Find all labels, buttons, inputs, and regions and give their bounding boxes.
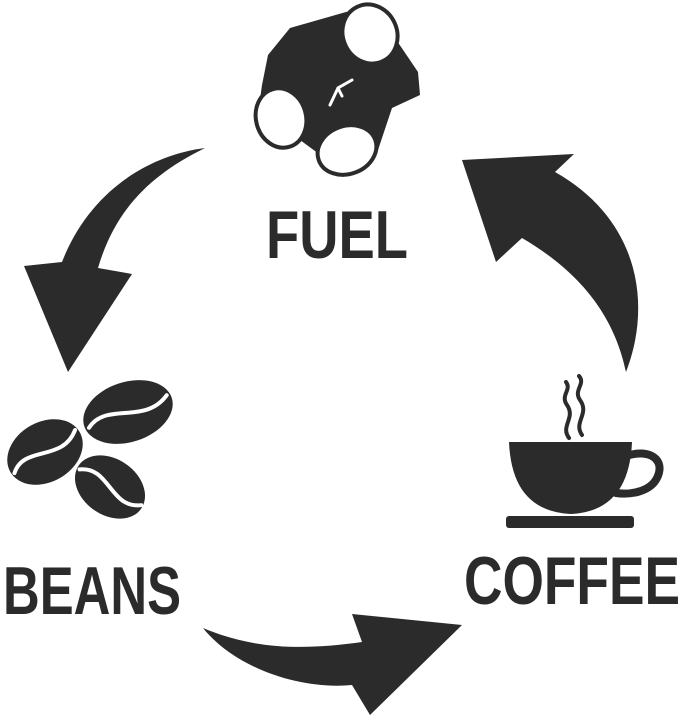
log-crack bbox=[328, 78, 354, 107]
bean-bottom bbox=[74, 455, 146, 519]
fuel-label: FUEL bbox=[266, 197, 408, 273]
steam-right bbox=[575, 374, 586, 437]
bean-top bbox=[83, 380, 173, 444]
log-end-left bbox=[253, 86, 309, 150]
log-bundle-icon bbox=[253, 2, 420, 177]
coffee-label: COFFEE bbox=[464, 543, 680, 619]
cup-body bbox=[509, 442, 632, 514]
coffee-beans-icon bbox=[7, 380, 173, 519]
log-end-top bbox=[340, 2, 400, 66]
coffee-cup-icon bbox=[506, 374, 664, 528]
log-end-bottom bbox=[315, 123, 379, 177]
steam-left bbox=[562, 380, 572, 440]
bean-left bbox=[7, 419, 83, 485]
arrow-beans-to-coffee bbox=[203, 614, 462, 715]
arrow-fuel-to-beans bbox=[24, 148, 205, 372]
cup-handle bbox=[612, 449, 664, 498]
cup-saucer bbox=[506, 516, 634, 528]
arrow-coffee-to-fuel bbox=[462, 154, 639, 372]
beans-label: BEANS bbox=[3, 553, 181, 629]
